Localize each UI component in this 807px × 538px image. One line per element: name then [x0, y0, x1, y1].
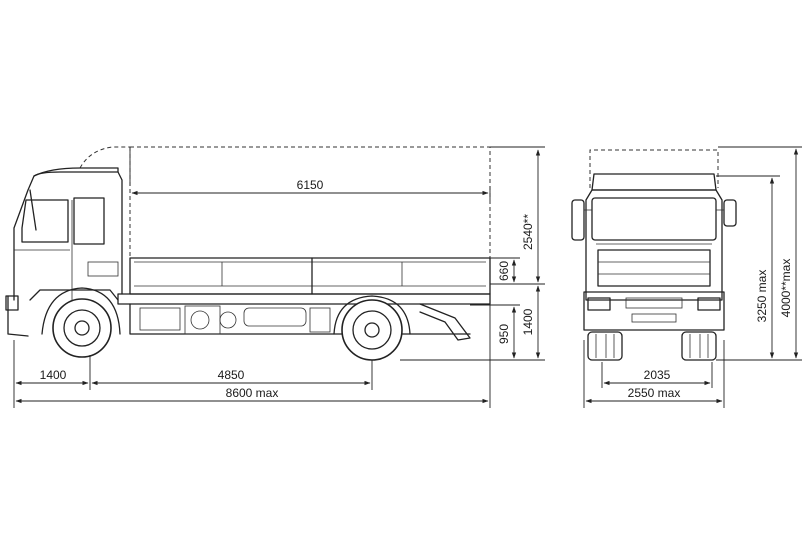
dim-body-length: 6150: [297, 178, 324, 192]
tarpaulin-cover: [79, 146, 491, 258]
dim-overall-height: 4000**max: [779, 259, 793, 318]
rear-wheel: [333, 295, 411, 361]
left-mirror: [571, 199, 585, 241]
dim-frame-height: 950: [497, 324, 511, 344]
dim-platform-height: 1400: [521, 308, 535, 335]
front-view: 3250 max 4000**max 2035 2550 max: [571, 146, 802, 408]
cab: [5, 167, 123, 337]
dim-track: 2035: [644, 368, 671, 382]
chassis-frame: [117, 293, 491, 341]
dim-overall-width: 2550 max: [628, 386, 681, 400]
front-tarpaulin: [589, 149, 719, 188]
dim-overall-length: 8600 max: [226, 386, 279, 400]
front-windshield: [591, 197, 717, 241]
cargo-platform: [129, 257, 491, 295]
cab-window: [21, 199, 69, 243]
front-wheels: [587, 331, 717, 361]
side-view: 6150 2540** 660 950 1400 1400 4850 8600 …: [5, 146, 545, 408]
left-headlight: [587, 297, 611, 311]
dim-body-height: 2540**: [521, 214, 535, 250]
right-headlight: [697, 297, 721, 311]
side-window: [73, 197, 105, 245]
front-wheel: [41, 287, 121, 358]
dim-side-board: 660: [497, 261, 511, 281]
grille: [597, 249, 711, 287]
dim-front-overhang: 1400: [40, 368, 67, 382]
front-cab: [571, 173, 737, 301]
dim-wheelbase: 4850: [218, 368, 245, 382]
front-bumper: [583, 291, 725, 331]
dim-cab-height: 3250 max: [755, 270, 769, 323]
right-mirror: [723, 199, 737, 227]
